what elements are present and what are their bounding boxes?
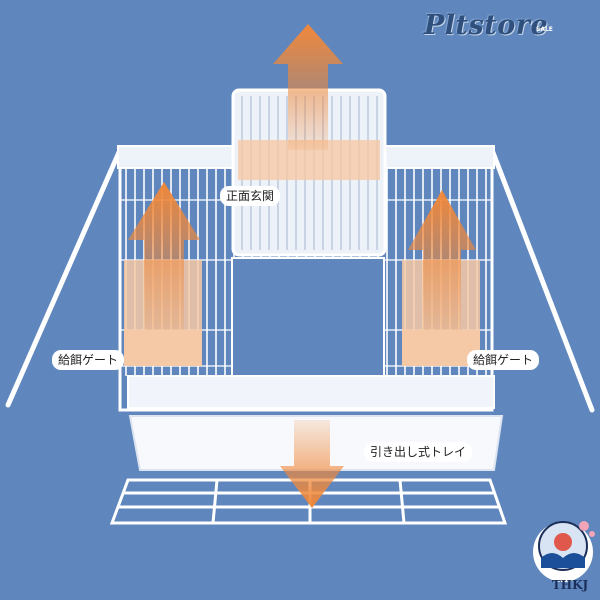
callout-feeding-gate-right: 給餌ゲート	[467, 350, 540, 370]
floor-grid	[109, 478, 508, 525]
down-arrow-tray-icon	[280, 420, 344, 508]
store-logo-sale-tag: SALE	[536, 26, 553, 33]
cage-base	[127, 375, 495, 409]
up-arrow-right-icon	[408, 190, 476, 330]
up-arrow-top-icon	[273, 24, 343, 150]
front-door-panel	[231, 88, 387, 257]
stand-legs	[5, 147, 595, 413]
callout-feeding-gate-left: 給餌ゲート	[52, 350, 125, 370]
store-logo: Pltstore	[424, 10, 549, 41]
front-entrance-opening	[231, 257, 385, 377]
callout-pull-out-tray: 引き出し式トレイ	[364, 442, 473, 462]
up-arrow-left-icon	[128, 182, 200, 330]
callout-front-entrance: 正面玄関	[220, 186, 281, 206]
thkj-badge-label: THKJ	[551, 578, 589, 592]
thkj-badge	[533, 521, 595, 582]
